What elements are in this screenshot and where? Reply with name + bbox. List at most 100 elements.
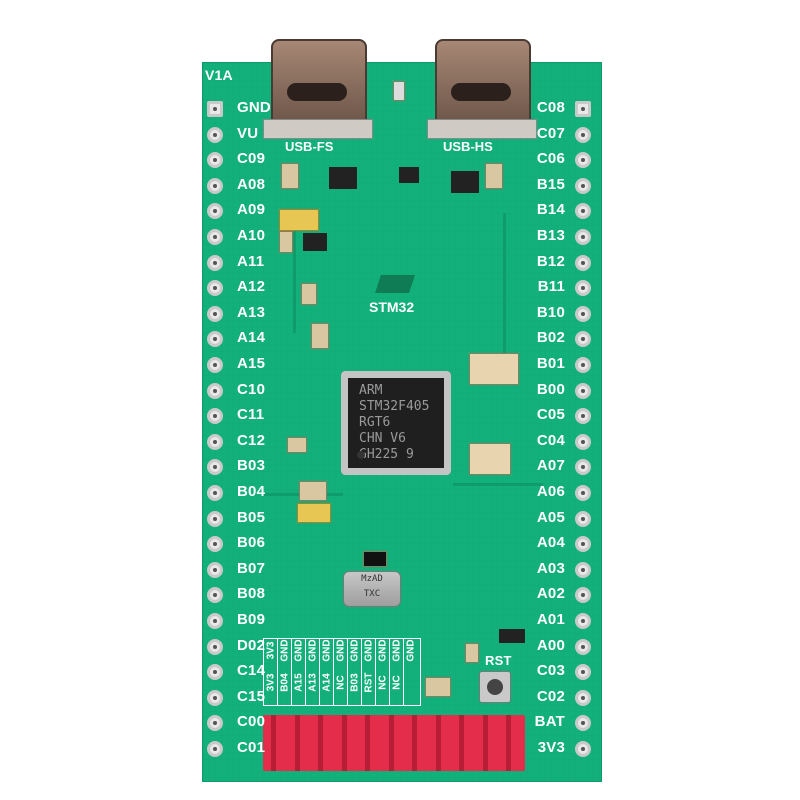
reset-button-cap [487, 679, 503, 695]
right-pin-pad[interactable] [575, 433, 591, 450]
right-pin-pad[interactable] [575, 229, 591, 245]
left-pin-pad[interactable] [207, 305, 223, 322]
right-pin-pad[interactable] [575, 561, 591, 578]
board-version-label: V1A [205, 67, 233, 83]
left-pin-label: A09 [237, 201, 266, 219]
right-pin-pad[interactable] [575, 741, 591, 757]
right-pin-pad[interactable] [575, 203, 591, 220]
header-pin [412, 715, 417, 771]
left-pin-label: B03 [237, 457, 266, 475]
right-pin-pad[interactable] [575, 280, 591, 297]
left-pin-pad[interactable] [207, 561, 223, 578]
chip-marking: ARM STM32F405 RGT6 CHN V6 GH225 9 [359, 383, 429, 463]
right-pin-pad[interactable] [575, 152, 591, 169]
left-pin-pad[interactable] [207, 459, 223, 476]
left-pin-pad[interactable] [207, 177, 223, 194]
regulator-chip [329, 167, 357, 189]
header-pin [482, 715, 488, 771]
right-pin-pad[interactable] [575, 485, 591, 501]
resistor [363, 551, 387, 567]
left-pin-label: B05 [237, 508, 266, 526]
chip-line: STM32F405 [359, 399, 430, 414]
left-pin-pad[interactable] [207, 613, 223, 629]
right-pin-pad[interactable] [575, 689, 591, 706]
right-pin-pad[interactable] [575, 126, 591, 143]
left-pin-pad[interactable] [207, 101, 223, 117]
left-pin-pad[interactable] [207, 203, 223, 220]
right-pin-pad[interactable] [575, 459, 591, 476]
capacitor [281, 163, 299, 189]
left-pin-pad[interactable] [207, 587, 223, 604]
right-pin-label: B12 [536, 252, 565, 270]
left-pin-pad[interactable] [207, 280, 223, 297]
header-top-label: GND [405, 639, 417, 662]
right-pin-label: B13 [536, 227, 565, 244]
capacitor [279, 231, 293, 253]
left-pin-pad[interactable] [207, 433, 223, 450]
right-pin-pad[interactable] [575, 408, 591, 425]
left-pin-pad[interactable] [207, 715, 223, 732]
right-pin-pad[interactable] [575, 587, 591, 604]
left-pin-label: D02 [237, 636, 266, 654]
right-pin-label: A00 [536, 636, 565, 654]
pin1-marker-icon [357, 451, 365, 459]
left-pin-pad[interactable] [207, 357, 223, 373]
header-bottom-label: RST [363, 672, 375, 693]
left-pin-pad[interactable] [207, 126, 223, 143]
usb-base [263, 119, 373, 139]
left-pin-label: GND [237, 99, 271, 116]
left-pin-pad[interactable] [207, 741, 223, 757]
header-pin [435, 715, 441, 771]
left-pin-pad[interactable] [207, 229, 223, 245]
reset-button[interactable] [479, 671, 511, 703]
left-pin-pad[interactable] [207, 510, 223, 527]
left-pin-pad[interactable] [207, 689, 223, 706]
capacitor [469, 443, 511, 475]
right-pin-pad[interactable] [575, 638, 591, 655]
right-pin-pad[interactable] [575, 305, 591, 322]
right-pin-pad[interactable] [575, 254, 591, 271]
left-pin-pad[interactable] [207, 485, 223, 501]
header-bottom-label: NC [335, 675, 347, 690]
header-bottom-label: A15 [293, 673, 305, 692]
left-pin-pad[interactable] [207, 331, 223, 348]
right-pin-pad[interactable] [575, 177, 591, 194]
usb-port [287, 83, 347, 101]
resistor [393, 81, 405, 101]
right-pin-pad[interactable] [575, 510, 591, 527]
left-pin-label: B08 [237, 585, 266, 603]
crystal-label: TXC [363, 589, 381, 599]
usb-hs-connector[interactable] [427, 39, 537, 139]
right-pin-label: C07 [536, 124, 565, 142]
left-pin-label: C14 [237, 662, 266, 680]
pin-header-connector[interactable] [263, 715, 525, 771]
left-pin-pad[interactable] [207, 152, 223, 169]
header-pin [388, 715, 394, 771]
left-pin-pad[interactable] [207, 382, 223, 399]
capacitor [425, 677, 451, 697]
right-pin-pad[interactable] [575, 715, 591, 732]
right-pin-label: B10 [536, 303, 565, 321]
right-pin-pad[interactable] [575, 331, 591, 348]
chip-line: ARM [359, 383, 383, 398]
left-pin-pad[interactable] [207, 638, 223, 655]
right-pin-label: 3V3 [537, 739, 565, 756]
left-pin-label: A14 [237, 329, 266, 347]
right-pin-pad[interactable] [575, 613, 591, 629]
right-pin-pad[interactable] [575, 357, 591, 373]
left-pin-pad[interactable] [207, 254, 223, 271]
left-pin-label: A15 [237, 355, 266, 372]
left-pin-pad[interactable] [207, 664, 223, 681]
right-pin-pad[interactable] [575, 664, 591, 681]
crystal-label: MzAD [361, 574, 383, 584]
left-pin-pad[interactable] [207, 536, 223, 553]
right-pin-label: A05 [536, 508, 565, 526]
usb-fs-connector[interactable] [263, 39, 373, 139]
right-pin-pad[interactable] [575, 101, 591, 117]
right-pin-pad[interactable] [575, 382, 591, 399]
left-pin-pad[interactable] [207, 408, 223, 425]
right-pin-pad[interactable] [575, 536, 591, 553]
